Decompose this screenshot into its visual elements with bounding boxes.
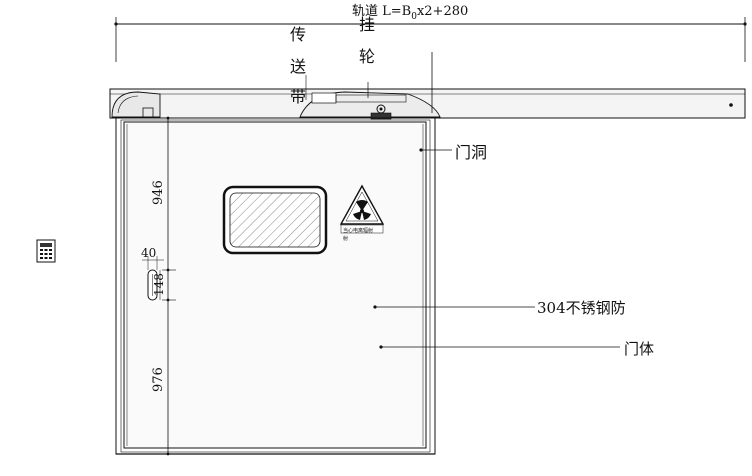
dim-handle-width: 40 (141, 246, 156, 260)
svg-text:传: 传 (290, 25, 306, 44)
door-body-label-line2: 门体 (624, 340, 654, 358)
handle-dimension: 40 148 (141, 246, 166, 300)
dim-upper-label: 946 (151, 180, 166, 205)
sign-caption: 当心电离辐射 (343, 227, 373, 234)
track-dimension: 轨道 L=B0x2+280 (114, 4, 747, 62)
door-handle (147, 269, 158, 301)
viewing-window (222, 185, 328, 255)
dim-lower-label: 976 (151, 367, 166, 392)
sign-caption-2: 射 (343, 235, 348, 242)
door-leaf (123, 121, 427, 449)
svg-text:挂: 挂 (359, 15, 375, 34)
svg-text:送: 送 (290, 57, 306, 76)
svg-text:轮: 轮 (359, 47, 375, 66)
track-rail (109, 52, 746, 120)
hanger-wheel-label: 挂 轮 (359, 15, 375, 66)
door-body-label-line1: 304不锈钢防 (537, 299, 626, 317)
vertical-dimension: 946 976 (151, 116, 176, 456)
belt-label: 传 送 带 (290, 25, 306, 106)
radiation-warning-icon: 当心电离辐射 射 (339, 184, 385, 242)
keypad-panel-icon (36, 239, 56, 263)
dim-handle-height: 148 (152, 273, 166, 296)
door-opening-label: 门洞 (455, 143, 487, 162)
track-length-label: 轨道 L=B0x2+280 (352, 4, 468, 22)
door-body-callout: 304不锈钢防 门体 (373, 299, 654, 358)
door-opening-callout: 门洞 (419, 143, 487, 162)
svg-text:带: 带 (290, 87, 306, 106)
